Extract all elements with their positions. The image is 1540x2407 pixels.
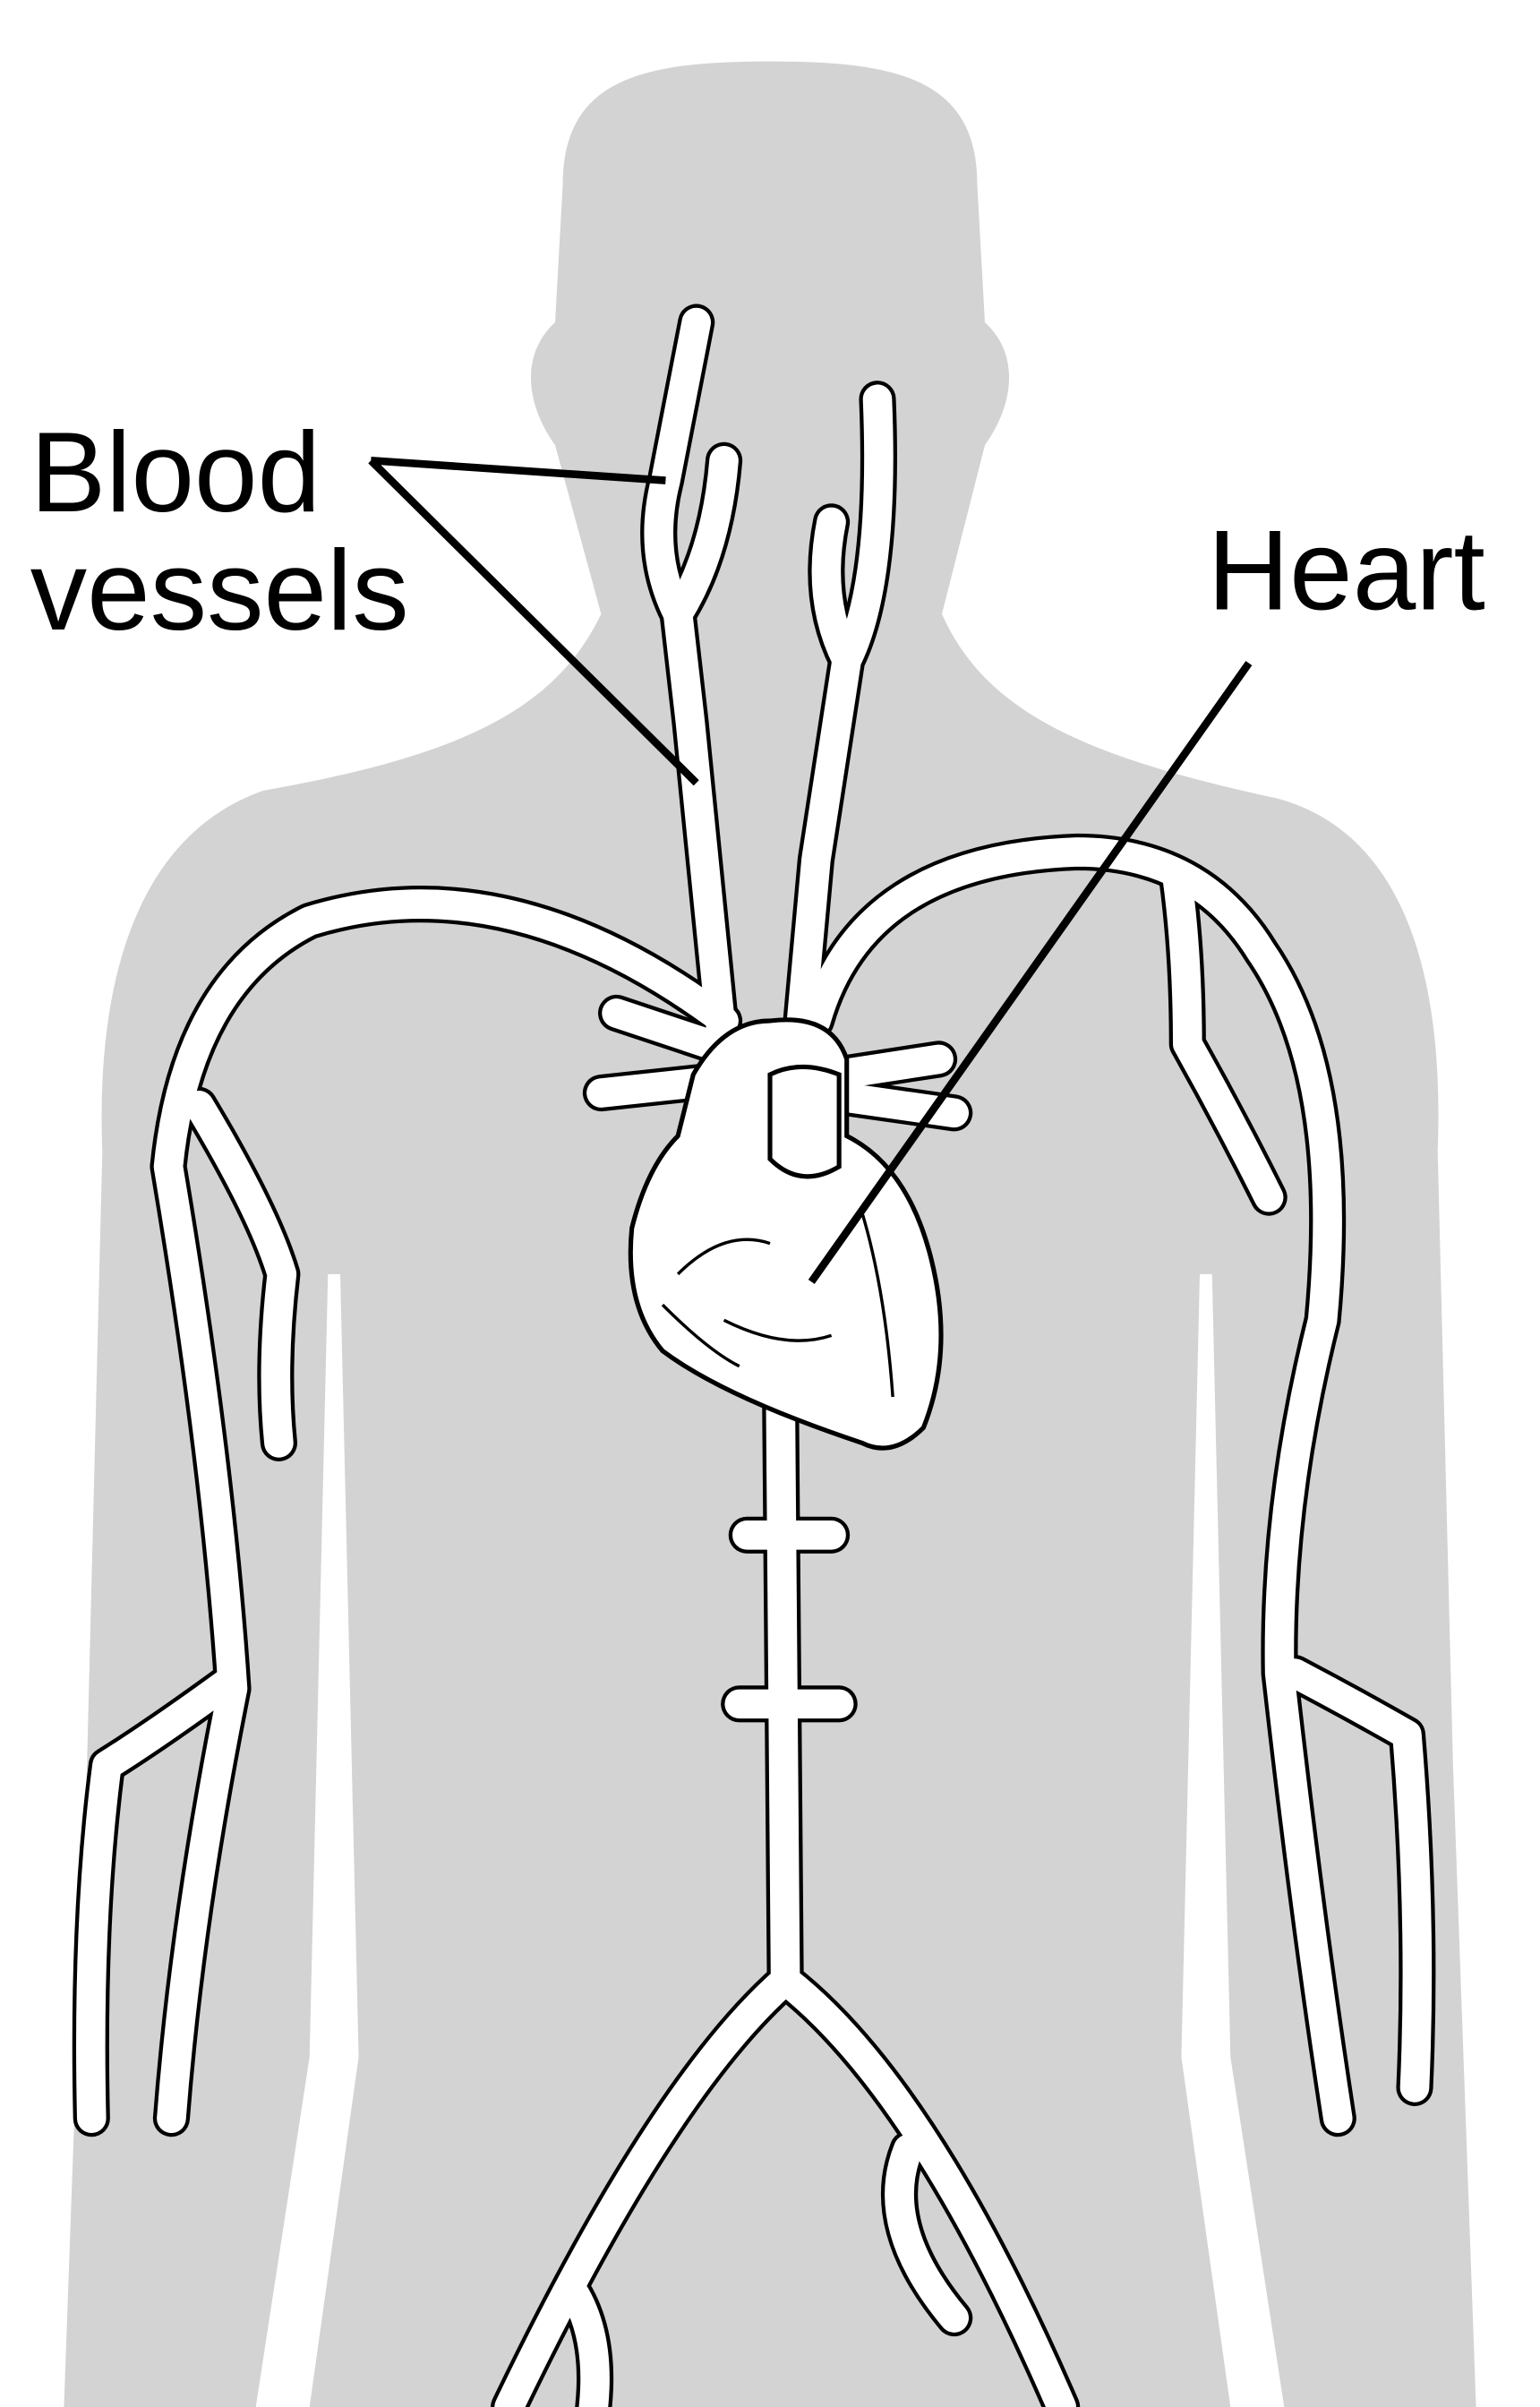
blood-vessels xyxy=(72,304,1436,2407)
heart-label: Heart xyxy=(1208,507,1485,634)
label-lines xyxy=(368,457,1253,1284)
blood-vessel xyxy=(724,1520,854,1719)
blood-vessel xyxy=(184,1091,297,1458)
blood-vessel xyxy=(555,2273,610,2407)
blood-vessel xyxy=(1162,860,1284,1212)
left-arm-gap xyxy=(255,1273,359,2407)
blood-vessel xyxy=(1280,1658,1433,2103)
blood-vessel xyxy=(76,1666,244,2133)
blood-vessels-label-line1: Blood xyxy=(30,408,321,535)
blood-vessel xyxy=(663,445,739,629)
heart-illustration xyxy=(628,1017,944,1451)
blood-vessel xyxy=(494,1044,800,2407)
blood-vessel xyxy=(885,2134,969,2333)
blood-vessel xyxy=(811,507,861,675)
blood-vessel xyxy=(153,889,739,2133)
blood-vessel xyxy=(586,998,969,1128)
right-arm-gap xyxy=(1181,1273,1285,2407)
blood-vessels-label-line2: vessels xyxy=(30,527,409,654)
blood-vessel xyxy=(770,1966,1076,2407)
blood-vessel xyxy=(801,837,1353,2133)
